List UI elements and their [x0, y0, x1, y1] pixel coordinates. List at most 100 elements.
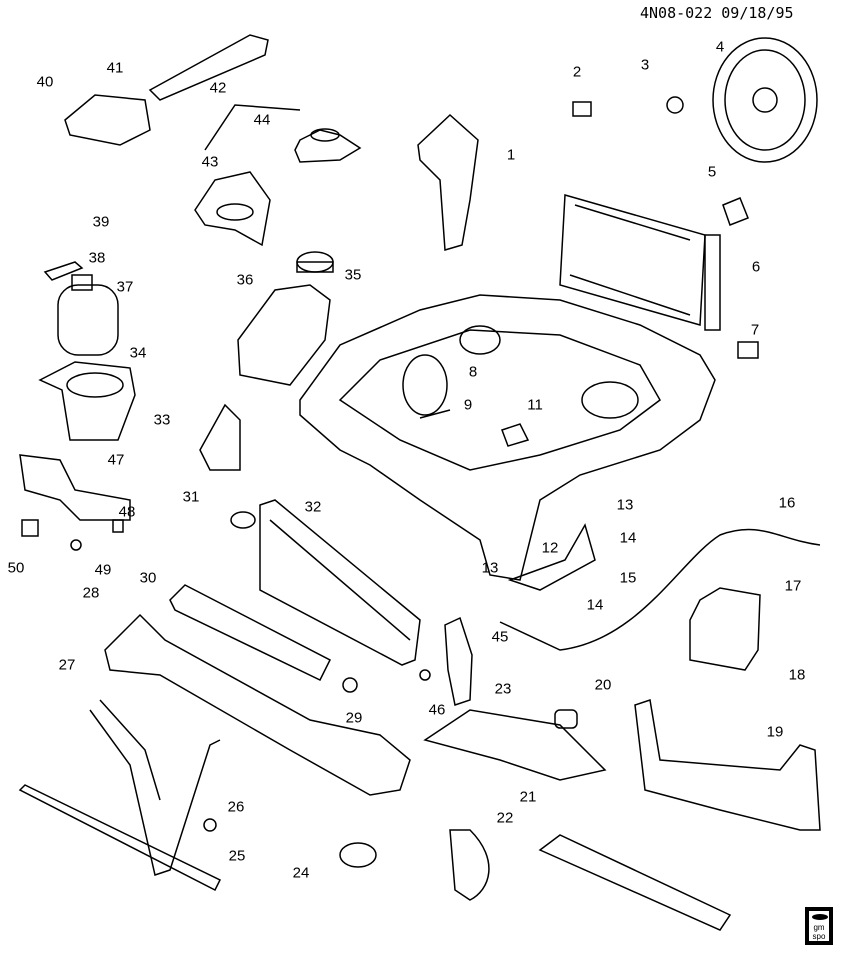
part-25-deflector: [18, 784, 222, 892]
part-36-reservoir: [237, 284, 331, 386]
callout-29: 29: [345, 709, 363, 727]
part-38-canister-top: [71, 274, 93, 291]
callout-14a: 14: [619, 529, 637, 547]
callout-49: 49: [94, 561, 112, 579]
part-4-fan: [712, 37, 818, 163]
callout-15: 15: [619, 569, 637, 587]
part-32-condenser-edge: [269, 519, 411, 641]
part-34-bracket-ring: [66, 372, 124, 398]
callout-31: 31: [182, 488, 200, 506]
callout-45: 45: [491, 628, 509, 646]
callout-26: 26: [227, 798, 245, 816]
diagram-code: 4N08-022 09/18/95: [640, 4, 794, 22]
part-26-bolt: [203, 818, 217, 832]
part-43-shroud-opening: [216, 203, 254, 221]
callout-25: 25: [228, 847, 246, 865]
callout-3: 3: [640, 56, 650, 74]
part-5-bracket: [722, 197, 749, 226]
part-8-shutter: [402, 354, 448, 416]
callout-22: 22: [496, 809, 514, 827]
part-39-clip: [43, 261, 84, 281]
part-4-fan-blade-ring: [724, 49, 806, 151]
part-30-baffle: [169, 584, 332, 681]
part-42-leader: [204, 104, 301, 151]
part-48-clip: [112, 519, 124, 533]
part-17-bracket: [689, 587, 761, 671]
callout-2: 2: [572, 63, 582, 81]
part-12-bracket: [507, 523, 596, 591]
callout-8: 8: [468, 363, 478, 381]
part-31-clamp: [230, 511, 256, 529]
part-16-cable: [499, 528, 821, 651]
callout-17: 17: [784, 577, 802, 595]
part-33-bracket: [199, 403, 241, 471]
gm-spo-logo: gm spo: [805, 907, 833, 945]
callout-11: 11: [527, 396, 543, 414]
part-20-bumper: [554, 709, 578, 729]
part-28-lower-support: [104, 613, 411, 796]
callout-32: 32: [304, 498, 322, 516]
part-6-radiator-top-edge: [574, 204, 691, 241]
part-6-radiator-bottom-edge: [569, 274, 691, 316]
callout-5: 5: [707, 163, 717, 181]
callout-40: 40: [36, 73, 54, 91]
main-frame-right-tower: [581, 381, 639, 419]
part-34-bracket: [38, 361, 136, 441]
part-43-shroud: [194, 171, 271, 247]
callout-21: 21: [519, 788, 537, 806]
part-6-radiator: [559, 194, 706, 326]
callout-46: 46: [428, 701, 446, 719]
logo-text-gm: gm: [813, 923, 825, 932]
part-6-radiator-tank: [704, 234, 721, 331]
callout-16: 16: [778, 494, 796, 512]
part-21-rail: [538, 834, 732, 931]
part-4-fan-hub: [752, 87, 778, 113]
callout-14b: 14: [586, 596, 604, 614]
part-9-screw: [419, 409, 451, 419]
callout-43: 43: [201, 153, 219, 171]
part-7-clip: [737, 341, 759, 359]
part-47-shield: [19, 454, 131, 521]
part-49-bolt: [70, 539, 82, 551]
logo-text-spo: spo: [812, 932, 826, 941]
callout-13b: 13: [481, 559, 499, 577]
part-44-mount-top: [310, 128, 340, 142]
callout-18: 18: [788, 666, 806, 684]
callout-48: 48: [118, 503, 136, 521]
callout-37: 37: [116, 278, 134, 296]
main-frame-inner-opening: [338, 329, 661, 471]
logo-oval-icon: [812, 914, 828, 920]
part-41-bracket: [148, 34, 269, 101]
part-40-module: [64, 94, 151, 146]
part-37-canister: [57, 284, 119, 356]
callout-36: 36: [236, 271, 254, 289]
part-27-brace-inner: [99, 699, 161, 801]
part-27-brace: [89, 709, 221, 876]
part-2-clip: [572, 101, 592, 117]
callout-23: 23: [494, 680, 512, 698]
callout-9: 9: [463, 396, 473, 414]
part-29-bolt: [342, 677, 358, 693]
callout-24: 24: [292, 864, 310, 882]
part-50-clip: [21, 519, 39, 537]
part-22-horn: [449, 829, 490, 901]
callout-42: 42: [209, 79, 227, 97]
part-19-crossmember: [634, 699, 821, 831]
main-radiator-support-frame: [299, 294, 716, 581]
callout-34: 34: [129, 344, 147, 362]
callout-38: 38: [88, 249, 106, 267]
part-46-screw: [419, 669, 431, 681]
callout-33: 33: [153, 411, 171, 429]
part-11-block: [501, 423, 530, 447]
callout-12: 12: [541, 539, 559, 557]
callout-39: 39: [92, 213, 110, 231]
part-3-bolt: [666, 96, 684, 114]
part-1-bracket: [417, 113, 479, 251]
callout-13a: 13: [616, 496, 634, 514]
callout-50: 50: [7, 559, 25, 577]
callout-1: 1: [506, 146, 516, 164]
callout-30: 30: [139, 569, 157, 587]
callout-28: 28: [82, 584, 100, 602]
